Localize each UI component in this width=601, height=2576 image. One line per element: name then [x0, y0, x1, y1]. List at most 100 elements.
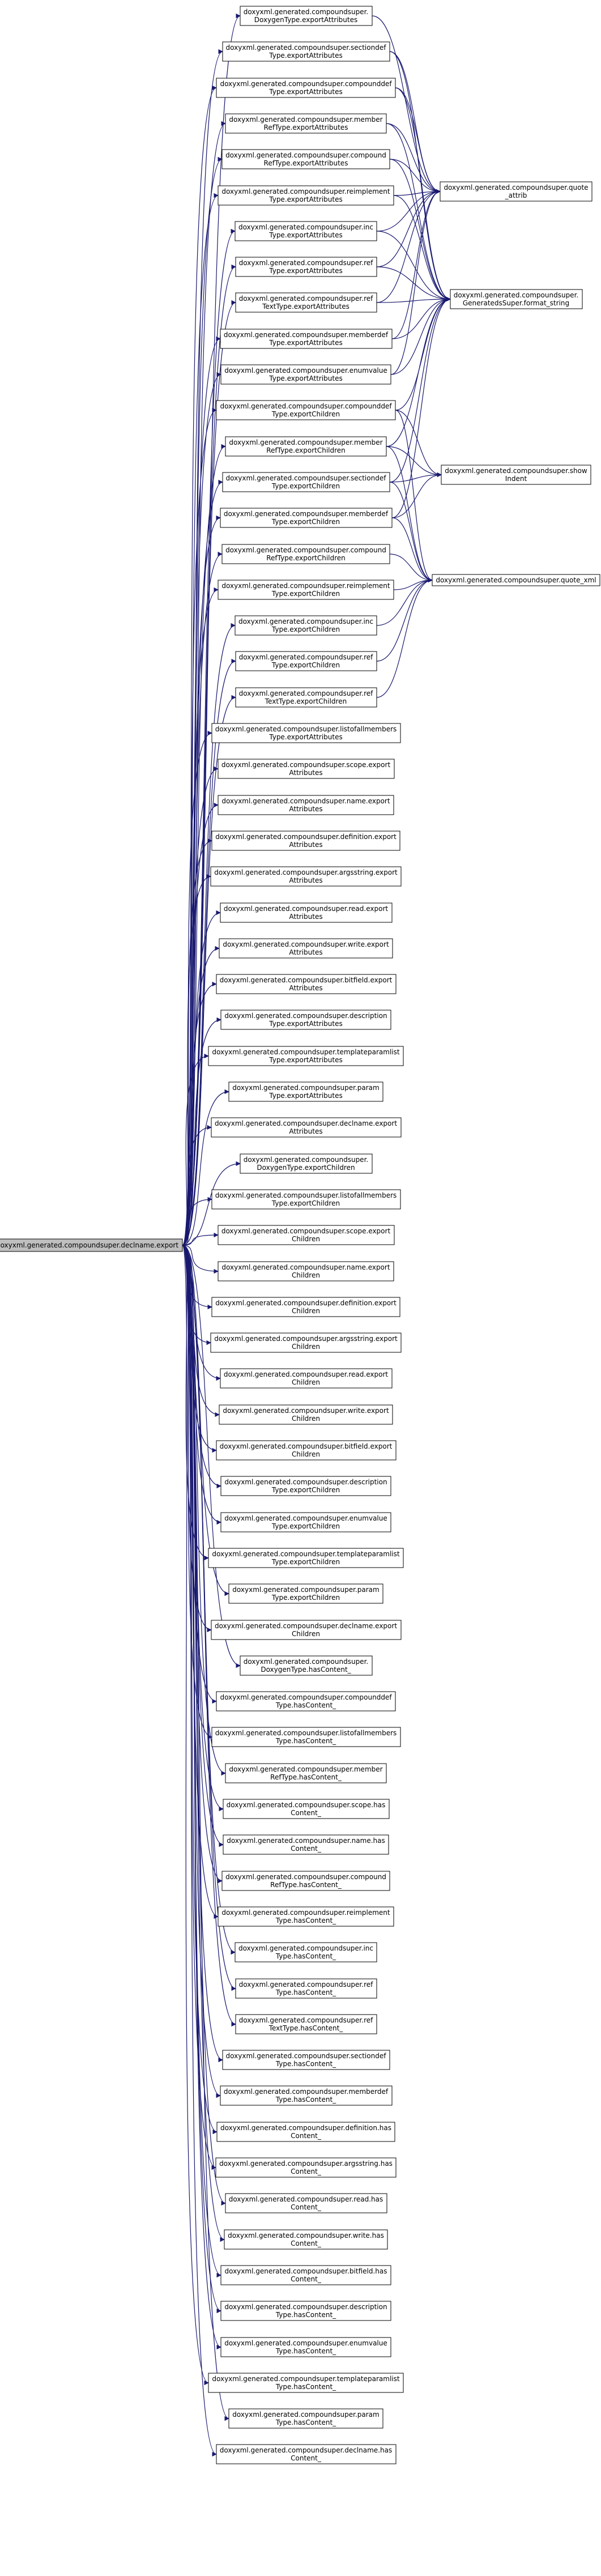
graph-node-n48[interactable]: doxyxml.generated.compoundsuper.listofal… [211, 1727, 401, 1747]
graph-node-n50[interactable]: doxyxml.generated.compoundsuper.scope.ha… [223, 1799, 390, 1819]
graph-node-n47[interactable]: doxyxml.generated.compoundsuper.compound… [216, 1691, 396, 1711]
node-label-line: doxyxml.generated.compoundsuper.definiti… [215, 1299, 397, 1307]
graph-node-n51[interactable]: doxyxml.generated.compoundsuper.name.has… [223, 1834, 389, 1855]
graph-node-n27[interactable]: doxyxml.generated.compoundsuper.bitfield… [216, 974, 397, 994]
graph-node-n37[interactable]: doxyxml.generated.compoundsuper.argsstri… [210, 1332, 402, 1353]
node-label-line: doxyxml.generated.compoundsuper.descript… [224, 2303, 387, 2311]
node-label-line: Type.exportAttributes [268, 1056, 343, 1064]
graph-node-n35[interactable]: doxyxml.generated.compoundsuper.name.exp… [218, 1261, 394, 1281]
graph-node-n36[interactable]: doxyxml.generated.compoundsuper.definiti… [211, 1297, 400, 1317]
graph-node-n7[interactable]: doxyxml.generated.compoundsuper.refType.… [235, 257, 377, 277]
graph-node-n4[interactable]: doxyxml.generated.compoundsuper.compound… [221, 149, 390, 169]
graph-node-n24[interactable]: doxyxml.generated.compoundsuper.argsstri… [210, 866, 402, 887]
graph-node-t_showIndent[interactable]: doxyxml.generated.compoundsuper.showInde… [441, 465, 591, 485]
graph-node-n16[interactable]: doxyxml.generated.compoundsuper.reimplem… [218, 580, 394, 600]
graph-node-n22[interactable]: doxyxml.generated.compoundsuper.name.exp… [218, 795, 394, 815]
graph-node-t_format_string[interactable]: doxyxml.generated.compoundsuper.Generate… [450, 289, 583, 309]
graph-node-n8[interactable]: doxyxml.generated.compoundsuper.refTextT… [235, 292, 377, 313]
graph-node-n1[interactable]: doxyxml.generated.compoundsuper.sectiond… [222, 41, 390, 62]
graph-node-n43[interactable]: doxyxml.generated.compoundsuper.template… [208, 1548, 404, 1568]
graph-node-n61[interactable]: doxyxml.generated.compoundsuper.read.has… [225, 2193, 387, 2213]
graph-node-n65[interactable]: doxyxml.generated.compoundsuper.enumvalu… [220, 2337, 391, 2357]
node-box [216, 78, 396, 98]
root-node[interactable]: doxyxml.generated.compoundsuper.declname… [0, 1238, 183, 1252]
graph-node-n30[interactable]: doxyxml.generated.compoundsuper.paramTyp… [228, 1082, 383, 1102]
graph-node-n45[interactable]: doxyxml.generated.compoundsuper.declname… [211, 1620, 402, 1640]
graph-node-n41[interactable]: doxyxml.generated.compoundsuper.descript… [220, 1476, 391, 1496]
graph-node-n53[interactable]: doxyxml.generated.compoundsuper.reimplem… [218, 1906, 394, 1927]
graph-node-n28[interactable]: doxyxml.generated.compoundsuper.descript… [220, 1010, 391, 1030]
graph-node-n21[interactable]: doxyxml.generated.compoundsuper.scope.ex… [218, 759, 395, 779]
node-label-line: doxyxml.generated.compoundsuper.sectiond… [226, 2052, 387, 2060]
graph-node-n39[interactable]: doxyxml.generated.compoundsuper.write.ex… [219, 1404, 393, 1425]
graph-node-n66[interactable]: doxyxml.generated.compoundsuper.template… [208, 2373, 404, 2393]
graph-node-n44[interactable]: doxyxml.generated.compoundsuper.paramTyp… [228, 1583, 383, 1604]
graph-node-n20[interactable]: doxyxml.generated.compoundsuper.listofal… [211, 723, 401, 743]
edge-root-to-n34 [182, 1232, 219, 1246]
graph-node-n13[interactable]: doxyxml.generated.compoundsuper.sectiond… [222, 472, 390, 492]
graph-node-n63[interactable]: doxyxml.generated.compoundsuper.bitfield… [220, 2265, 391, 2285]
edge-root-to-n30 [182, 1089, 229, 1246]
graph-node-n42[interactable]: doxyxml.generated.compoundsuper.enumvalu… [220, 1512, 391, 1532]
graph-node-n57[interactable]: doxyxml.generated.compoundsuper.sectiond… [222, 2050, 390, 2070]
graph-node-n26[interactable]: doxyxml.generated.compoundsuper.write.ex… [219, 938, 393, 959]
graph-node-n56[interactable]: doxyxml.generated.compoundsuper.refTextT… [235, 2014, 377, 2034]
graph-node-n31[interactable]: doxyxml.generated.compoundsuper.declname… [211, 1117, 402, 1138]
node-label-line: Content_ [291, 2239, 322, 2247]
node-label-line: doxyxml.generated.compoundsuper. [244, 8, 368, 16]
node-box [235, 2014, 377, 2034]
graph-node-n58[interactable]: doxyxml.generated.compoundsuper.memberde… [220, 2085, 393, 2106]
graph-node-t_quote_attrib[interactable]: doxyxml.generated.compoundsuper.quote_at… [440, 181, 593, 202]
graph-node-n60[interactable]: doxyxml.generated.compoundsuper.argsstri… [215, 2157, 397, 2178]
graph-node-n29[interactable]: doxyxml.generated.compoundsuper.template… [208, 1046, 404, 1066]
graph-node-n23[interactable]: doxyxml.generated.compoundsuper.definiti… [211, 831, 400, 851]
graph-node-n62[interactable]: doxyxml.generated.compoundsuper.write.ha… [224, 2229, 388, 2250]
node-label-line: Indent [505, 475, 527, 483]
graph-node-n2[interactable]: doxyxml.generated.compoundsuper.compound… [216, 78, 396, 98]
graph-node-n11[interactable]: doxyxml.generated.compoundsuper.compound… [216, 400, 396, 420]
graph-node-n15[interactable]: doxyxml.generated.compoundsuper.compound… [221, 544, 390, 564]
graph-node-n0[interactable]: doxyxml.generated.compoundsuper.DoxygenT… [240, 6, 373, 26]
graph-node-n54[interactable]: doxyxml.generated.compoundsuper.incType.… [235, 1942, 377, 1962]
graph-node-n33[interactable]: doxyxml.generated.compoundsuper.listofal… [211, 1189, 401, 1210]
graph-node-n12[interactable]: doxyxml.generated.compoundsuper.memberRe… [225, 436, 387, 457]
graph-node-n59[interactable]: doxyxml.generated.compoundsuper.definiti… [216, 2122, 395, 2142]
graph-node-n40[interactable]: doxyxml.generated.compoundsuper.bitfield… [216, 1440, 397, 1461]
graph-node-n19[interactable]: doxyxml.generated.compoundsuper.refTextT… [235, 687, 377, 708]
node-label-line: Type.exportAttributes [268, 1020, 343, 1028]
node-label-line: RefType.exportChildren [266, 446, 346, 454]
node-label-line: doxyxml.generated.compoundsuper.reimplem… [221, 582, 390, 590]
edge-root-to-n29 [182, 1053, 209, 1246]
node-label-line: doxyxml.generated.compoundsuper.ref [239, 653, 374, 661]
graph-node-n64[interactable]: doxyxml.generated.compoundsuper.descript… [220, 2301, 391, 2321]
graph-node-n52[interactable]: doxyxml.generated.compoundsuper.compound… [221, 1871, 390, 1891]
graph-node-n5[interactable]: doxyxml.generated.compoundsuper.reimplem… [218, 185, 394, 206]
graph-node-n10[interactable]: doxyxml.generated.compoundsuper.enumvalu… [220, 364, 391, 385]
node-box [228, 1583, 383, 1604]
edge-root-to-n32 [182, 1161, 241, 1246]
graph-node-n38[interactable]: doxyxml.generated.compoundsuper.read.exp… [220, 1368, 393, 1389]
graph-node-n68[interactable]: doxyxml.generated.compoundsuper.declname… [216, 2444, 397, 2464]
graph-node-n49[interactable]: doxyxml.generated.compoundsuper.memberRe… [225, 1763, 387, 1783]
graph-node-n34[interactable]: doxyxml.generated.compoundsuper.scope.ex… [218, 1225, 395, 1245]
graph-node-n32[interactable]: doxyxml.generated.compoundsuper.DoxygenT… [240, 1153, 373, 1174]
graph-node-n9[interactable]: doxyxml.generated.compoundsuper.memberde… [220, 329, 393, 349]
graph-node-n6[interactable]: doxyxml.generated.compoundsuper.incType.… [235, 221, 377, 241]
graph-node-t_quote_xml[interactable]: doxyxml.generated.compoundsuper.quote_xm… [432, 574, 600, 586]
node-label-line: Type.hasContent_ [275, 2419, 336, 2426]
node-box [221, 544, 390, 564]
node-box [216, 2122, 395, 2142]
graph-node-n3[interactable]: doxyxml.generated.compoundsuper.memberRe… [225, 113, 387, 134]
graph-node-n25[interactable]: doxyxml.generated.compoundsuper.read.exp… [220, 902, 393, 923]
graph-node-n46[interactable]: doxyxml.generated.compoundsuper.DoxygenT… [240, 1655, 373, 1676]
graph-node-n17[interactable]: doxyxml.generated.compoundsuper.incType.… [235, 615, 377, 636]
node-label-line: Children [292, 1343, 320, 1351]
graph-node-n14[interactable]: doxyxml.generated.compoundsuper.memberde… [220, 508, 393, 528]
graph-node-n67[interactable]: doxyxml.generated.compoundsuper.paramTyp… [228, 2408, 383, 2429]
edge-n11-to-t_showIndent [395, 410, 442, 478]
graph-node-n55[interactable]: doxyxml.generated.compoundsuper.refType.… [235, 1978, 377, 1999]
node-label-line: RefType.exportAttributes [264, 124, 348, 131]
node-label-line: doxyxml.generated.compoundsuper.memberde… [224, 2088, 389, 2096]
node-box [222, 2050, 390, 2070]
graph-node-n18[interactable]: doxyxml.generated.compoundsuper.refType.… [235, 651, 377, 671]
